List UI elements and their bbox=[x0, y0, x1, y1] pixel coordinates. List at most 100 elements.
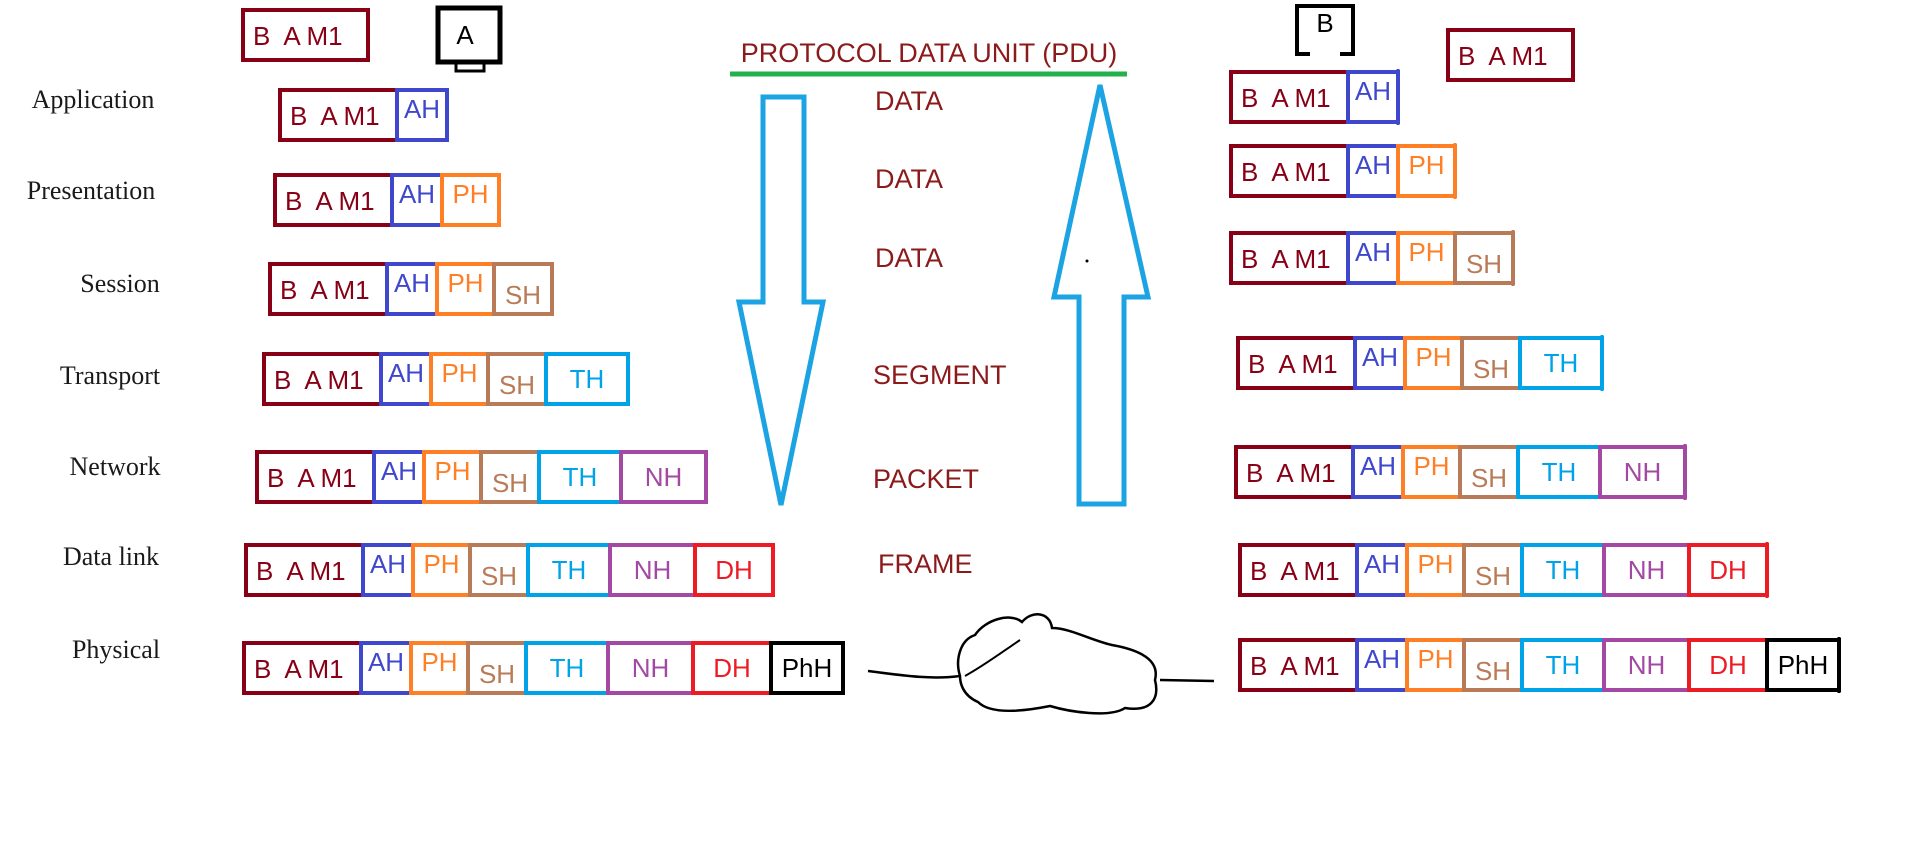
receiver-row-session-header-ah-label: AH bbox=[1355, 237, 1391, 267]
sender-row-network-header-th-label: TH bbox=[563, 462, 598, 492]
sender-row-physical-message: B A M1 bbox=[242, 641, 363, 695]
receiver-row-physical-message: B A M1 bbox=[1238, 638, 1359, 692]
receiver-row-data-link-header-ah: AH bbox=[1355, 543, 1409, 597]
sender-row-data-link-header-nh-label: NH bbox=[634, 555, 672, 585]
receiver-row-physical-header-phh-label: PhH bbox=[1778, 650, 1829, 680]
received-message-text: B A M1 bbox=[1458, 41, 1548, 71]
sender-row-application-header-ah: AH bbox=[395, 88, 449, 142]
sender-row-transport-message: B A M1 bbox=[262, 352, 383, 406]
sender-row-data-link-header-ph-label: PH bbox=[423, 549, 459, 579]
up-arrow bbox=[1050, 84, 1152, 507]
sender-row-physical-header-ph-label: PH bbox=[421, 647, 457, 677]
receiver-row-data-link-header-sh: SH bbox=[1462, 543, 1524, 597]
sender-row-data-link-message: B A M1 bbox=[244, 543, 365, 597]
sender-row-transport-header-th-box bbox=[544, 352, 630, 406]
receiver-row-presentation-message: B A M1 bbox=[1229, 144, 1350, 198]
sender-row-physical-message-text: B A M1 bbox=[254, 654, 344, 684]
receiver-row-physical-header-dh-label: DH bbox=[1709, 650, 1747, 680]
receiver-row-physical-header-sh-label: SH bbox=[1475, 656, 1511, 686]
receiver-row-network-header-sh-box bbox=[1458, 445, 1520, 499]
cable-right bbox=[1159, 678, 1215, 683]
receiver-row-network-header-sh: SH bbox=[1458, 445, 1520, 499]
receiver-row-data-link-message: B A M1 bbox=[1238, 543, 1359, 597]
receiver-row-presentation: B A M1 AH PH bbox=[1229, 144, 1457, 198]
receiver-row-physical-header-phh-box bbox=[1765, 638, 1841, 692]
sender-row-network-header-nh-box bbox=[619, 450, 708, 504]
sender-row-presentation-message-text: B A M1 bbox=[285, 186, 375, 216]
sender-row-physical-header-th: TH bbox=[524, 641, 610, 695]
sender-row-physical-message-box bbox=[242, 641, 363, 695]
receiver-row-physical-header-phh: PhH bbox=[1765, 638, 1841, 692]
sender-row-data-link-message-text: B A M1 bbox=[256, 556, 346, 586]
receiver-row-session-header-ph-label: PH bbox=[1408, 237, 1444, 267]
sender-row-transport-header-sh-label: SH bbox=[499, 370, 535, 400]
sender-row-network-header-nh-label: NH bbox=[645, 462, 683, 492]
sender-row-session-header-ph-box bbox=[435, 262, 496, 316]
received-message-box bbox=[1446, 28, 1575, 82]
receiver-row-physical-header-sh: SH bbox=[1462, 638, 1524, 692]
layer-label-data-link: Data link bbox=[63, 542, 159, 571]
receiver-row-transport-header-ph: PH bbox=[1403, 336, 1464, 390]
sender-row-physical-header-nh: NH bbox=[606, 641, 695, 695]
receiver-row-data-link-header-dh-label: DH bbox=[1709, 555, 1747, 585]
sender-row-physical-header-dh-label: DH bbox=[713, 653, 751, 683]
receiver-row-transport-header-sh: SH bbox=[1460, 336, 1522, 390]
sender-row-application-header-ah-box bbox=[395, 88, 449, 142]
receiver-row-physical-header-th-label: TH bbox=[1546, 650, 1581, 680]
sender-row-data-link-header-ah-label: AH bbox=[370, 549, 406, 579]
receiver-row-data-link-header-ah-label: AH bbox=[1364, 549, 1400, 579]
sender-row-data-link-header-dh: DH bbox=[693, 543, 775, 597]
sender-row-data-link-message-box bbox=[244, 543, 365, 597]
receiver-row-data-link-header-sh-label: SH bbox=[1475, 561, 1511, 591]
sent-message-text: B A M1 bbox=[253, 21, 343, 51]
layer-label-network: Network bbox=[70, 452, 161, 481]
receiver-row-transport-header-ah-label: AH bbox=[1362, 342, 1398, 372]
receiver-row-physical-header-ph: PH bbox=[1405, 638, 1466, 692]
receiver-row-network-message-text: B A M1 bbox=[1246, 458, 1336, 488]
receiver-row-physical-header-dh: DH bbox=[1687, 638, 1769, 692]
receiver-row-presentation-header-ph-label: PH bbox=[1408, 150, 1444, 180]
pdu-title: PROTOCOL DATA UNIT (PDU) bbox=[741, 38, 1118, 68]
sent-message: B A M1 bbox=[241, 8, 370, 62]
sender-row-session-header-ah-label: AH bbox=[394, 268, 430, 298]
sender-row-physical-header-th-label: TH bbox=[550, 653, 585, 683]
sent-message: B A M1 bbox=[241, 8, 370, 62]
pdu-name-segment: SEGMENT bbox=[873, 360, 1007, 390]
receiver-row-application-message-text: B A M1 bbox=[1241, 83, 1331, 113]
host-b-label: B bbox=[1316, 8, 1333, 38]
sender-row-session-header-ph: PH bbox=[435, 262, 496, 316]
sender-row-transport-header-th-label: TH bbox=[570, 364, 605, 394]
layer-labels: ApplicationPresentationSessionTransportN… bbox=[27, 85, 161, 664]
receiver-row-network-header-ah: AH bbox=[1351, 445, 1405, 499]
receiver-row-transport-message: B A M1 bbox=[1236, 336, 1357, 390]
receiver-row-network-message: B A M1 bbox=[1234, 445, 1355, 499]
receiver-row-presentation-message-text: B A M1 bbox=[1241, 157, 1331, 187]
receiver-row-transport-header-sh-label: SH bbox=[1473, 354, 1509, 384]
receiver-row-presentation-header-ah: AH bbox=[1346, 144, 1400, 198]
receiver-row-network-header-th: TH bbox=[1516, 445, 1602, 499]
receiver-row-data-link-header-th: TH bbox=[1520, 543, 1606, 597]
sender-row-presentation-header-ph-box bbox=[440, 173, 501, 227]
receiver-row-network-header-nh-box bbox=[1598, 445, 1687, 499]
sender-row-network-header-ph: PH bbox=[422, 450, 483, 504]
sender-row-network-header-ah-box bbox=[372, 450, 426, 504]
sender-row-physical-header-ph: PH bbox=[409, 641, 470, 695]
receiver-row-application-message-box bbox=[1229, 70, 1350, 124]
sender-row-session-header-sh: SH bbox=[492, 262, 554, 316]
receiver-row-application-header-ah: AH bbox=[1346, 70, 1400, 124]
sender-row-transport-message-box bbox=[262, 352, 383, 406]
receiver-row-transport-header-th-label: TH bbox=[1544, 348, 1579, 378]
receiver-row-session-header-sh-label: SH bbox=[1466, 249, 1502, 279]
receiver-row-network-header-th-box bbox=[1516, 445, 1602, 499]
sender-row-data-link-header-dh-label: DH bbox=[715, 555, 753, 585]
sender-row-presentation-header-ph: PH bbox=[440, 173, 501, 227]
sender-row-session-header-sh-label: SH bbox=[505, 280, 541, 310]
receiver-row-session-header-sh-box bbox=[1453, 231, 1515, 285]
